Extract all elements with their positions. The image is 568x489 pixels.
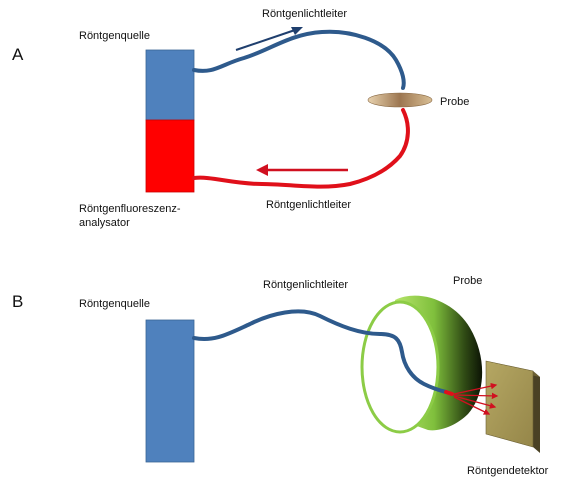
panel-b-blue-light-guide: [192, 309, 448, 394]
panel-a: A Röntgenquelle Röntgenlichtleiter Probe…: [12, 8, 469, 229]
panel-a-blue-light-guide: [192, 29, 406, 90]
panel-b-detector: [485, 360, 540, 453]
panel-b-sample-cylinder: [360, 295, 483, 434]
panel-b-detector-label: Röntgendetektor: [467, 465, 549, 477]
panel-b-fluorescence-rays: [453, 382, 499, 415]
panel-a-analyzer-label-line2: analysator: [79, 217, 130, 229]
panel-a-analyzer-label-line1: Röntgenfluoreszenz-: [79, 203, 181, 215]
panel-b-guide-label: Röntgenlichtleiter: [263, 279, 348, 291]
panel-a-guide-bottom-label: Röntgenlichtleiter: [266, 199, 351, 211]
panel-a-analyzer-block: [145, 119, 195, 193]
panel-a-sample: [367, 92, 433, 108]
panel-b-sample-label: Probe: [453, 275, 482, 287]
panel-a-sample-label: Probe: [440, 96, 469, 108]
panel-a-xray-source-block: [145, 49, 195, 121]
panel-b: B Röntgenquelle Röntgenlichtleiter Probe…: [12, 275, 549, 477]
panel-b-guide-tip: [444, 390, 454, 396]
panel-a-red-arrow: [256, 164, 348, 176]
panel-a-source-label: Röntgenquelle: [79, 30, 150, 42]
panel-b-source-label: Röntgenquelle: [79, 298, 150, 310]
panel-a-guide-top-label: Röntgenlichtleiter: [262, 8, 347, 20]
panel-a-blue-arrow: [235, 27, 303, 51]
panel-b-letter: B: [12, 292, 23, 311]
panel-b-xray-source-block: [145, 319, 195, 463]
panel-a-letter: A: [12, 45, 24, 64]
panel-a-red-light-guide: [192, 108, 410, 189]
